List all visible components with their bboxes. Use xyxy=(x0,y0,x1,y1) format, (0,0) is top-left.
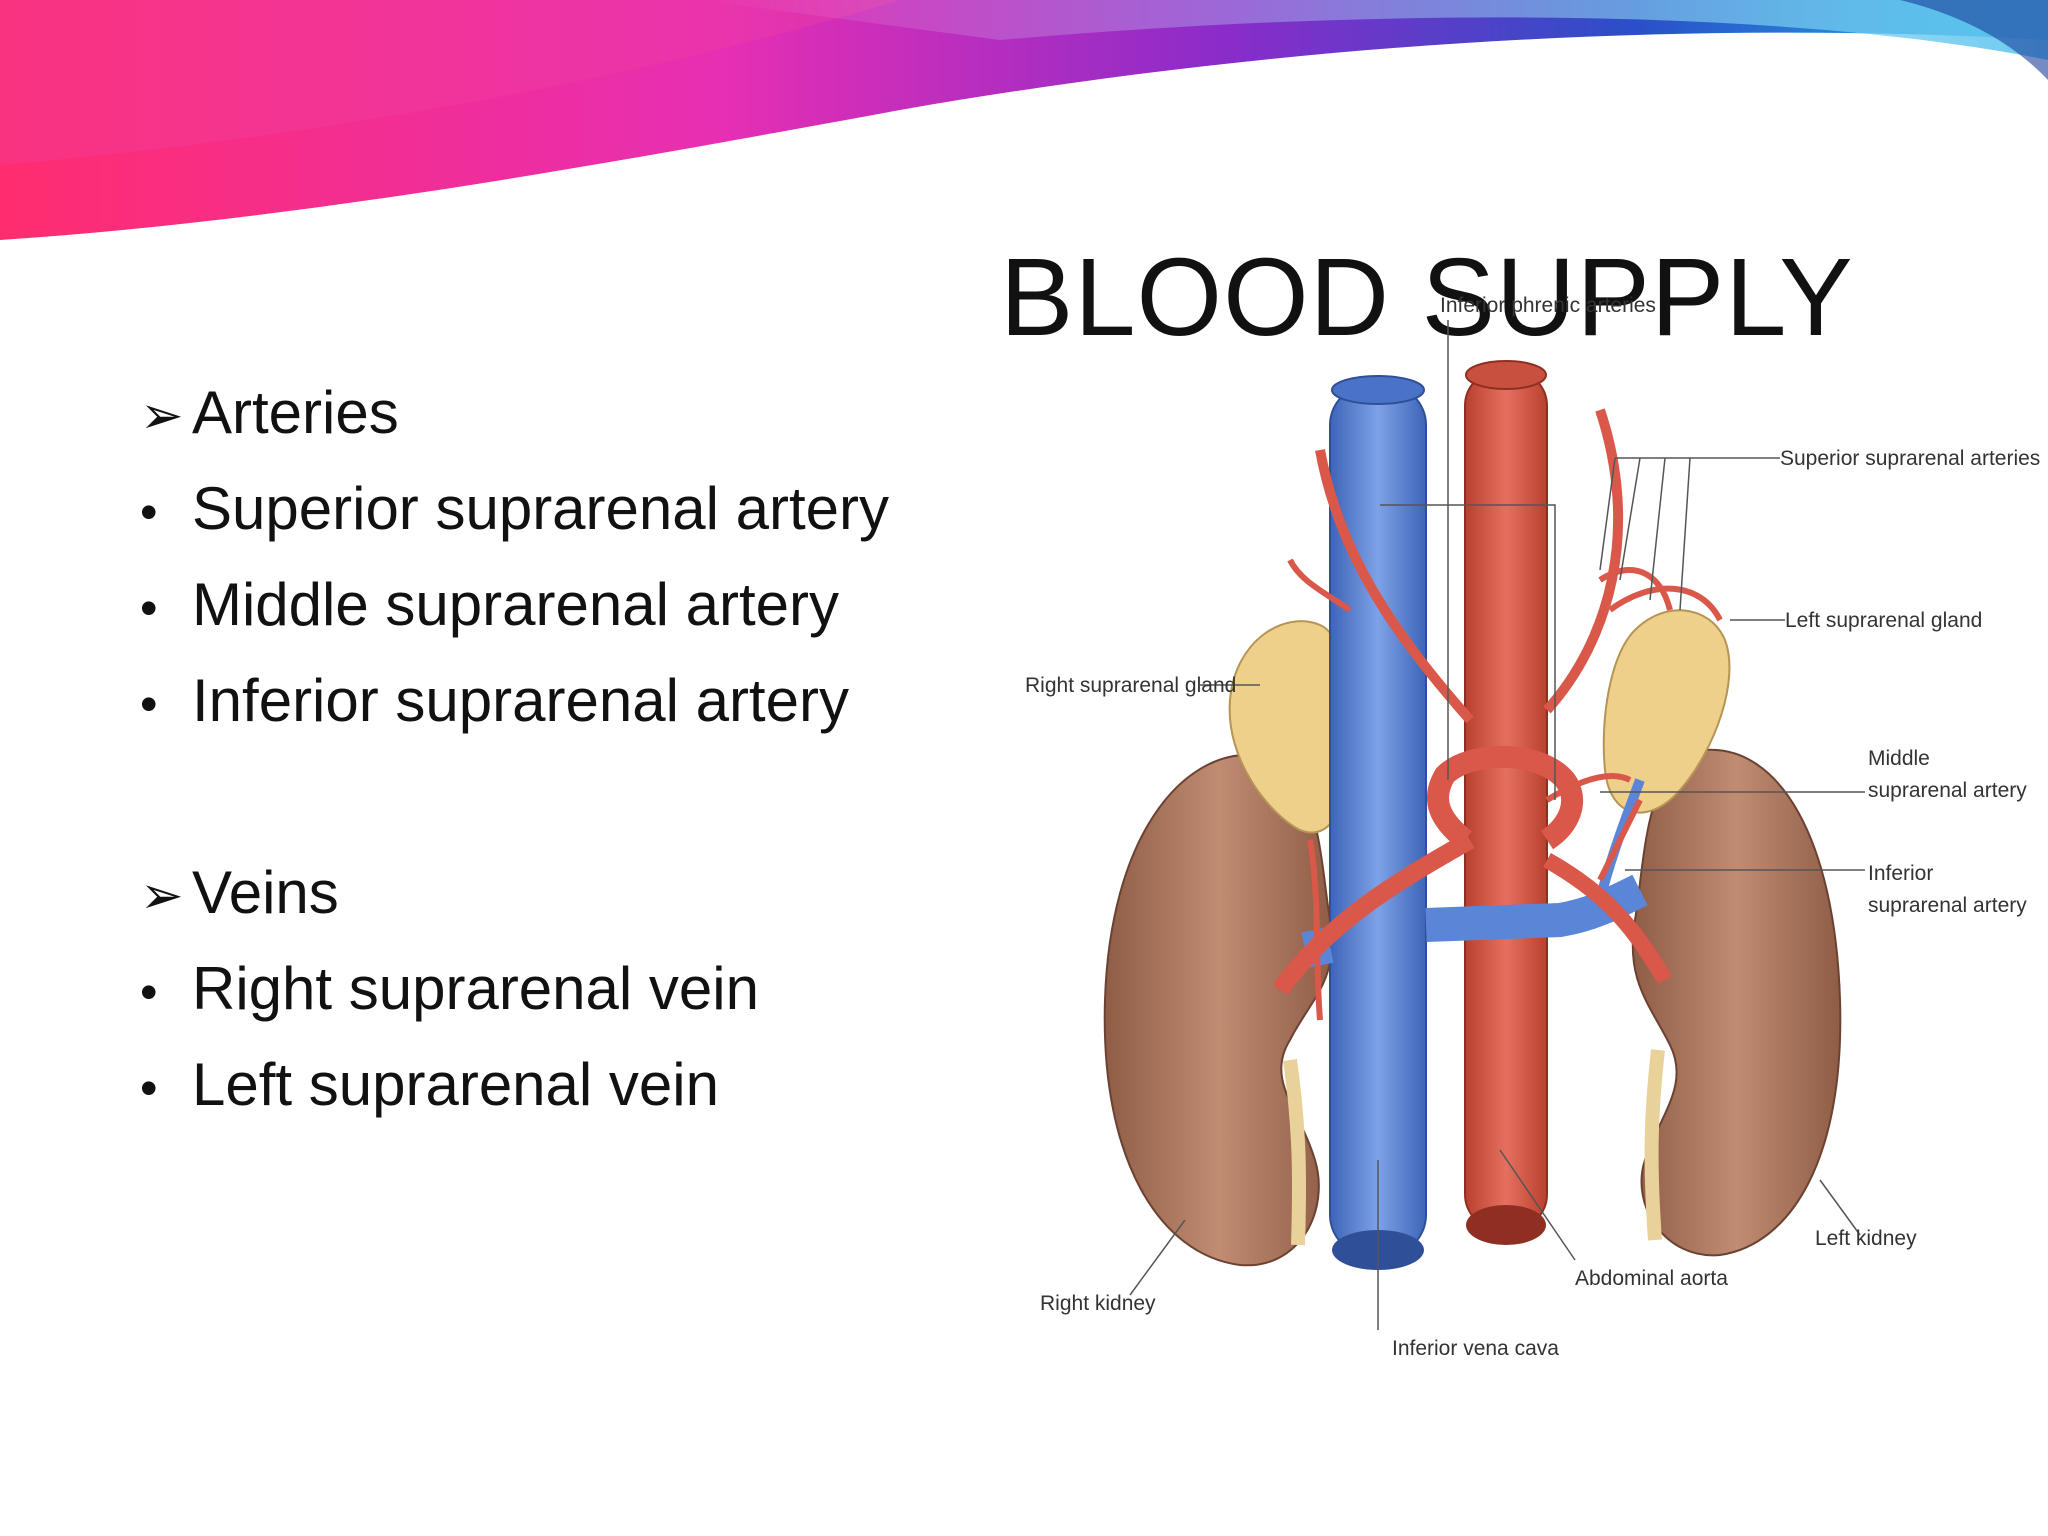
label-superior-suprarenal-arteries: Superior suprarenal arteries xyxy=(1780,447,2040,470)
aorta-bottom-opening xyxy=(1466,1205,1546,1245)
label-middle-suprarenal-artery-2: suprarenal artery xyxy=(1868,779,2027,802)
bullet-content: ➢Arteries •Superior suprarenal artery •M… xyxy=(140,365,1020,1133)
label-inferior-phrenic-arteries: Inferior phrenic arteries xyxy=(1440,294,1656,317)
decorative-swoosh xyxy=(0,0,2048,240)
label-abdominal-aorta: Abdominal aorta xyxy=(1575,1267,1728,1290)
left-suprarenal-gland-shape xyxy=(1602,609,1731,814)
list-item: • Middle suprarenal artery xyxy=(140,557,1020,653)
label-inferior-suprarenal-artery-1: Inferior xyxy=(1868,862,1933,885)
list-item: • Left suprarenal vein xyxy=(140,1037,1020,1133)
list-item: • Inferior suprarenal artery xyxy=(140,653,1020,749)
left-ureter-shape xyxy=(1644,1049,1665,1241)
slide-title: BLOOD SUPPLY xyxy=(1000,235,1854,359)
aorta-top-opening xyxy=(1465,360,1547,390)
label-left-suprarenal-gland: Left suprarenal gland xyxy=(1785,609,1982,632)
label-right-kidney: Right kidney xyxy=(1040,1292,1156,1315)
right-inferior-phrenic-artery xyxy=(1315,449,1474,724)
arrowhead-bullet-icon: ➢ xyxy=(140,867,184,925)
list-item-text: Superior suprarenal artery xyxy=(192,475,890,542)
label-middle-suprarenal-artery-1: Middle xyxy=(1868,747,1930,770)
list-item: • Superior suprarenal artery xyxy=(140,461,1020,557)
list-item-text: Middle suprarenal artery xyxy=(192,571,839,638)
section-heading: Arteries xyxy=(192,379,399,446)
left-kidney-shape xyxy=(1631,748,1842,1257)
section-heading-veins: ➢Veins xyxy=(140,845,1020,941)
celiac-trunk-shape xyxy=(1426,745,1584,850)
left-renal-artery-shape xyxy=(1543,853,1672,985)
inferior-suprarenal-artery-left xyxy=(1597,798,1643,882)
bullet-dot-icon: • xyxy=(140,580,158,636)
bullet-dot-icon: • xyxy=(140,1060,158,1116)
superior-suprarenal-artery-1 xyxy=(1598,567,1673,611)
bullet-dot-icon: • xyxy=(140,964,158,1020)
leader-lines xyxy=(1129,320,1865,1330)
section-heading: Veins xyxy=(192,859,339,926)
right-renal-artery-shape xyxy=(1272,832,1475,996)
list-item-text: Inferior suprarenal artery xyxy=(192,667,849,734)
list-item-text: Left suprarenal vein xyxy=(192,1051,719,1118)
inferior-vena-cava-shape xyxy=(1329,384,1427,1256)
abdominal-aorta-shape xyxy=(1464,369,1548,1231)
bullet-dot-icon: • xyxy=(140,676,158,732)
right-vertical-artery xyxy=(1307,839,1323,1021)
label-right-suprarenal-gland: Right suprarenal gland xyxy=(1025,674,1236,697)
right-ureter-shape xyxy=(1283,1059,1307,1246)
left-inferior-phrenic-artery xyxy=(1543,408,1624,714)
arrowhead-bullet-icon: ➢ xyxy=(140,387,184,445)
middle-suprarenal-artery-left xyxy=(1545,773,1632,803)
superior-suprarenal-artery-2 xyxy=(1608,585,1723,622)
label-inferior-vena-cava: Inferior vena cava xyxy=(1392,1337,1559,1360)
adrenal-blood-supply-diagram: Inferior phrenic arteries Superior supra… xyxy=(1025,294,2040,1360)
list-item-text: Right suprarenal vein xyxy=(192,955,759,1022)
left-renal-vein-shape xyxy=(1425,874,1648,942)
label-inferior-suprarenal-artery-2: suprarenal artery xyxy=(1868,894,2027,917)
ivc-top-opening xyxy=(1331,375,1425,405)
label-left-kidney: Left kidney xyxy=(1815,1227,1917,1250)
list-item: • Right suprarenal vein xyxy=(140,941,1020,1037)
section-heading-arteries: ➢Arteries xyxy=(140,365,1020,461)
superior-suprarenal-artery-3 xyxy=(1287,558,1352,613)
bullet-dot-icon: • xyxy=(140,484,158,540)
